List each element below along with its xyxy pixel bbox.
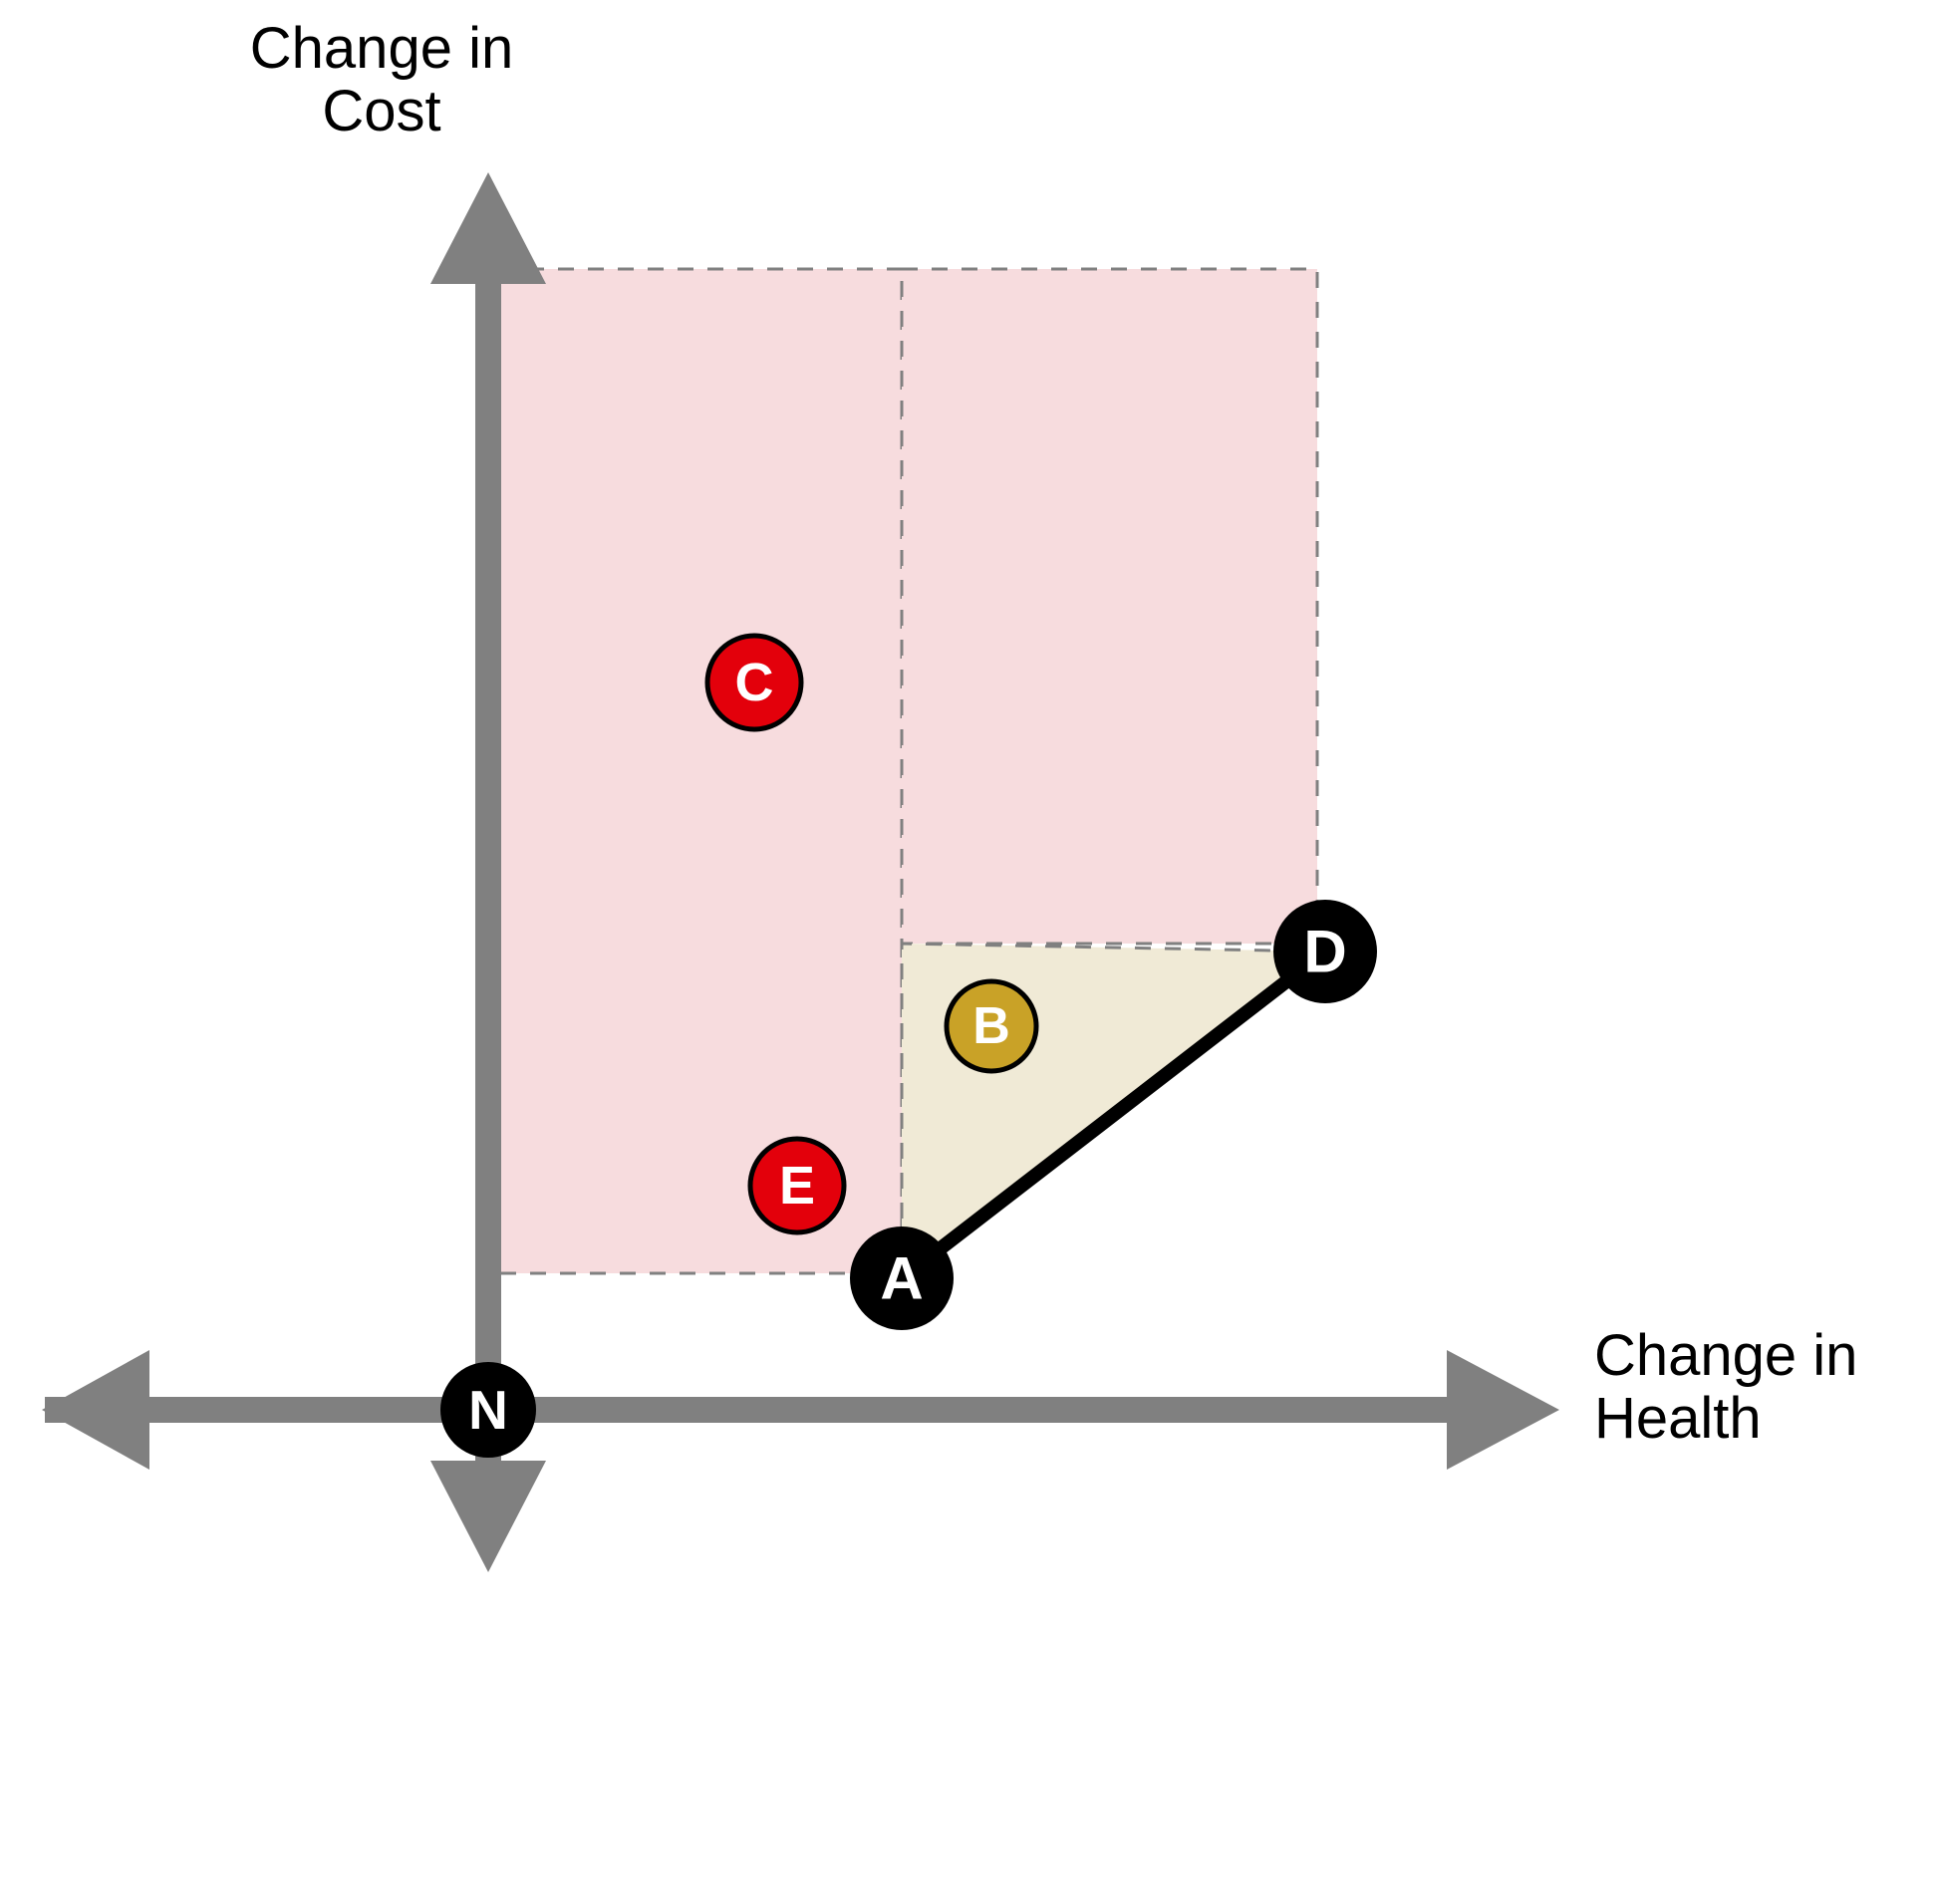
dominated-region-D-rect <box>900 267 1319 946</box>
marker-label-d: D <box>1303 919 1346 985</box>
marker-circle-a[interactable] <box>850 1226 954 1330</box>
data-point-n[interactable]: N <box>440 1362 536 1458</box>
dominated-region-A-rect <box>496 267 904 1275</box>
marker-label-n: N <box>468 1379 508 1441</box>
x-axis-arrow-right <box>1447 1350 1559 1470</box>
marker-label-b: B <box>972 997 1010 1055</box>
x-axis-arrow-left <box>42 1350 149 1470</box>
marker-label-a: A <box>880 1245 923 1312</box>
shaded-regions <box>496 267 1330 1282</box>
data-point-d[interactable]: D <box>1273 900 1377 1003</box>
marker-circle-d[interactable] <box>1273 900 1377 1003</box>
marker-circle-e[interactable] <box>747 1136 847 1235</box>
y-axis-arrow-up <box>430 172 546 284</box>
marker-circle-n[interactable] <box>440 1362 536 1458</box>
data-point-c[interactable]: C <box>704 633 804 732</box>
data-point-b[interactable]: B <box>944 978 1039 1074</box>
y-axis-arrow-down <box>430 1461 546 1572</box>
frontier-line-a-d <box>897 946 1330 1284</box>
axes <box>42 172 1559 1572</box>
y-axis-label: Change in Cost <box>249 16 514 143</box>
marker-label-c: C <box>735 653 774 712</box>
marker-circle-c[interactable] <box>704 633 804 732</box>
marker-label-e: E <box>779 1156 815 1216</box>
data-point-e[interactable]: E <box>747 1136 847 1235</box>
data-points: A B C D E N <box>440 633 1377 1458</box>
marker-circle-b[interactable] <box>944 978 1039 1074</box>
data-point-a[interactable]: A <box>850 1226 954 1330</box>
x-axis-label: Change in Health <box>1594 1323 1858 1451</box>
